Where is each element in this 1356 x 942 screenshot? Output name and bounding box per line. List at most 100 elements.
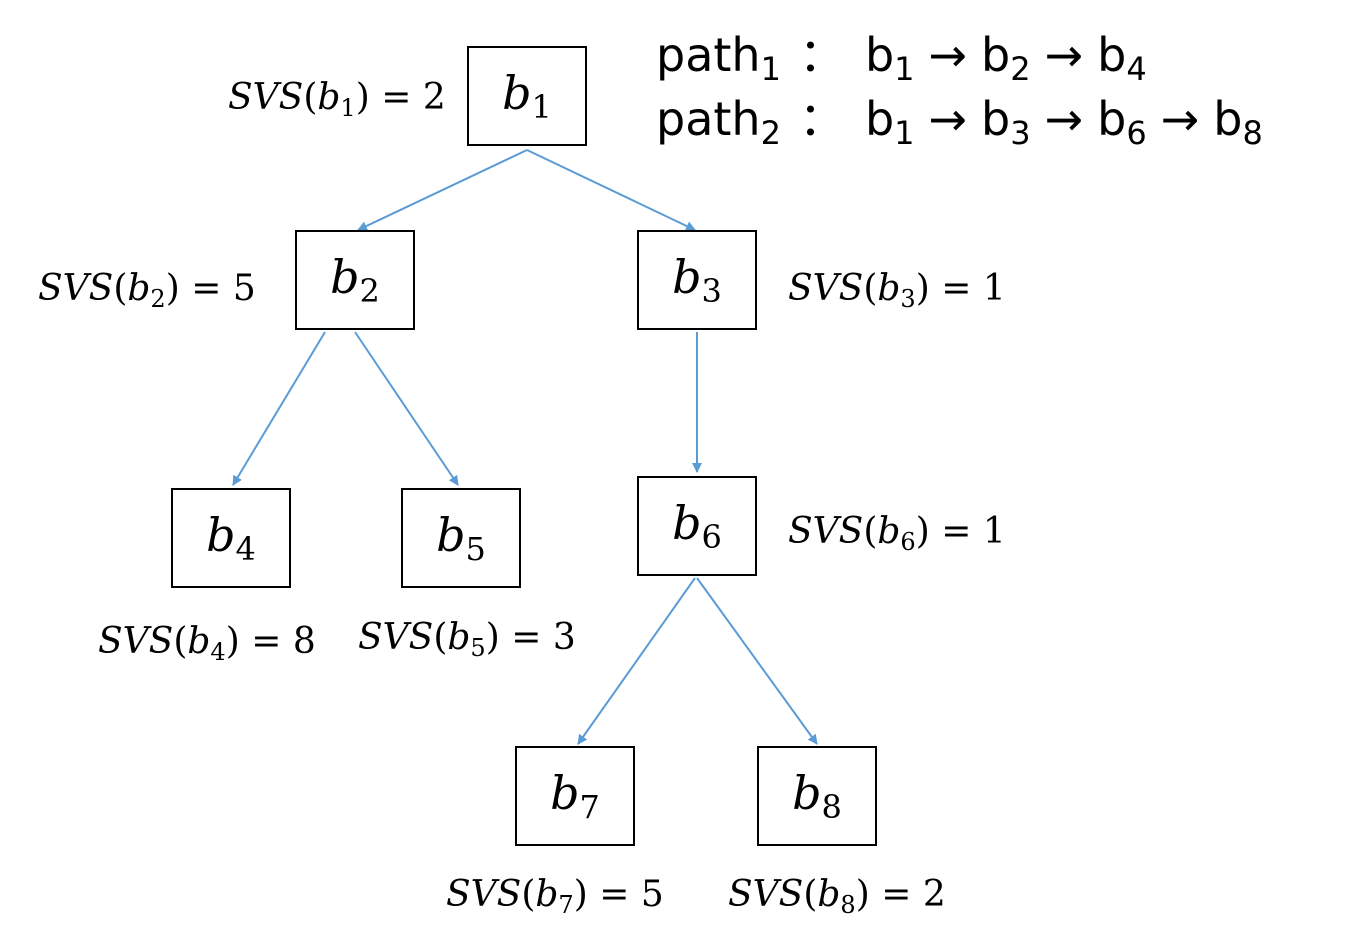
path-arrow-icon: → — [928, 28, 968, 82]
svs-arg-b3-subscript: 3 — [900, 285, 916, 314]
path-node-b6-subscript: 6 — [1126, 113, 1147, 152]
node-b7: b7 — [515, 746, 635, 846]
path-arrow-icon: → — [1044, 92, 1084, 146]
edge-b6-b8 — [696, 577, 818, 745]
node-label-b1: b1 — [502, 70, 552, 123]
node-label-b2-subscript: 2 — [359, 271, 380, 310]
path-node-b3-base: b — [981, 92, 1011, 146]
svs-arg-b8: b8 — [817, 874, 855, 918]
node-label-b4: b4 — [206, 512, 256, 565]
edge-b1-b3 — [526, 149, 696, 231]
svs-arg-b3: b3 — [877, 268, 915, 312]
svs-arg-b4: b4 — [187, 621, 225, 665]
path-node-b1: b1 — [864, 92, 915, 149]
svs-value-b7: 5 — [640, 874, 664, 915]
path-node-b1-base: b — [864, 92, 895, 146]
node-label-b2-base: b — [330, 249, 360, 304]
node-label-b7-subscript: 7 — [579, 787, 600, 826]
edge-b6-b7 — [577, 577, 696, 745]
svs-fn-name: SVS — [38, 268, 114, 309]
node-b5: b5 — [401, 488, 521, 588]
path-node-b8-base: b — [1213, 92, 1243, 146]
svs-arg-b5-subscript: 5 — [470, 634, 486, 663]
svs-arg-b4-base: b — [187, 621, 211, 662]
svs-arg-b7-subscript: 7 — [558, 891, 574, 920]
node-label-b8-subscript: 8 — [821, 787, 842, 826]
node-label-b6-base: b — [672, 495, 702, 550]
path-separator: ： — [798, 92, 845, 146]
path-label-1-base: path — [656, 28, 761, 82]
path-node-b3-subscript: 3 — [1010, 113, 1031, 152]
svs-arg-b1-subscript: 1 — [340, 94, 356, 123]
svs-arg-b2-base: b — [127, 268, 151, 309]
path-label-2-subscript: 2 — [760, 113, 781, 152]
svs-value-b3: 1 — [982, 268, 1006, 309]
node-label-b8-base: b — [792, 765, 822, 820]
node-label-b5-base: b — [436, 507, 466, 562]
svs-label-b7: SVS(b7) = 5 — [446, 874, 664, 920]
svs-value-b2: 5 — [232, 268, 256, 309]
path-line-2: path2：b1→b3→b6→b8 — [656, 96, 1263, 149]
node-label-b1-subscript: 1 — [531, 87, 552, 126]
path-node-b6-base: b — [1097, 92, 1127, 146]
svs-arg-b1-base: b — [317, 77, 341, 118]
node-label-b3-subscript: 3 — [701, 271, 722, 310]
svs-label-b2: SVS(b2) = 5 — [38, 268, 256, 314]
path-label-2-base: path — [656, 92, 761, 146]
svs-label-b8: SVS(b8) = 2 — [728, 874, 946, 920]
svs-arg-b5-base: b — [447, 617, 471, 658]
path-label-1: path1 — [656, 28, 781, 85]
path-node-b2-subscript: 2 — [1010, 49, 1031, 88]
node-label-b4-subscript: 4 — [235, 529, 256, 568]
svs-arg-b4-subscript: 4 — [210, 638, 226, 667]
svs-value-b6: 1 — [982, 511, 1006, 552]
node-b2: b2 — [295, 230, 415, 330]
svs-fn-name: SVS — [358, 617, 434, 658]
path-arrow-icon: → — [1160, 92, 1200, 146]
svs-value-b4: 8 — [292, 621, 316, 662]
path-arrow-icon: → — [1044, 28, 1084, 82]
svs-fn-name: SVS — [728, 874, 804, 915]
node-label-b6: b6 — [672, 500, 722, 553]
path-node-b2-base: b — [981, 28, 1011, 82]
svs-value-b5: 3 — [552, 617, 576, 658]
svs-value-b8: 2 — [922, 874, 946, 915]
path-node-b8-subscript: 8 — [1242, 113, 1263, 152]
node-label-b1-base: b — [502, 65, 532, 120]
node-label-b7: b7 — [550, 770, 600, 823]
node-label-b7-base: b — [550, 765, 580, 820]
node-label-b8: b8 — [792, 770, 842, 823]
path-node-b2: b2 — [981, 28, 1031, 85]
node-b4: b4 — [171, 488, 291, 588]
path-node-b8: b8 — [1213, 92, 1263, 149]
svs-arg-b3-base: b — [877, 268, 901, 309]
node-label-b3-base: b — [672, 249, 702, 304]
node-label-b4-base: b — [206, 507, 236, 562]
svs-arg-b5: b5 — [447, 617, 485, 661]
svs-arg-b2: b2 — [127, 268, 165, 312]
path-label-1-subscript: 1 — [760, 49, 781, 88]
svs-label-b3: SVS(b3) = 1 — [788, 268, 1006, 314]
svs-arg-b6-subscript: 6 — [900, 528, 916, 557]
edge-b2-b4 — [232, 331, 326, 486]
node-label-b6-subscript: 6 — [701, 517, 722, 556]
svs-arg-b7: b7 — [535, 874, 573, 918]
path-node-b4-base: b — [1097, 28, 1127, 82]
node-label-b2: b2 — [330, 254, 380, 307]
path-label-2: path2 — [656, 92, 781, 149]
path-node-b1-base: b — [864, 28, 895, 82]
svs-label-b5: SVS(b5) = 3 — [358, 617, 576, 663]
svs-fn-name: SVS — [788, 268, 864, 309]
node-label-b5: b5 — [436, 512, 486, 565]
svs-label-b6: SVS(b6) = 1 — [788, 511, 1006, 557]
path-node-b1-subscript: 1 — [894, 113, 915, 152]
path-node-b4: b4 — [1097, 28, 1147, 85]
node-b3: b3 — [637, 230, 757, 330]
svs-value-b1: 2 — [422, 77, 446, 118]
svs-fn-name: SVS — [98, 621, 174, 662]
svs-arg-b6-base: b — [877, 511, 901, 552]
svs-arg-b7-base: b — [535, 874, 559, 915]
edge-b1-b2 — [357, 149, 528, 231]
path-arrow-icon: → — [928, 92, 968, 146]
